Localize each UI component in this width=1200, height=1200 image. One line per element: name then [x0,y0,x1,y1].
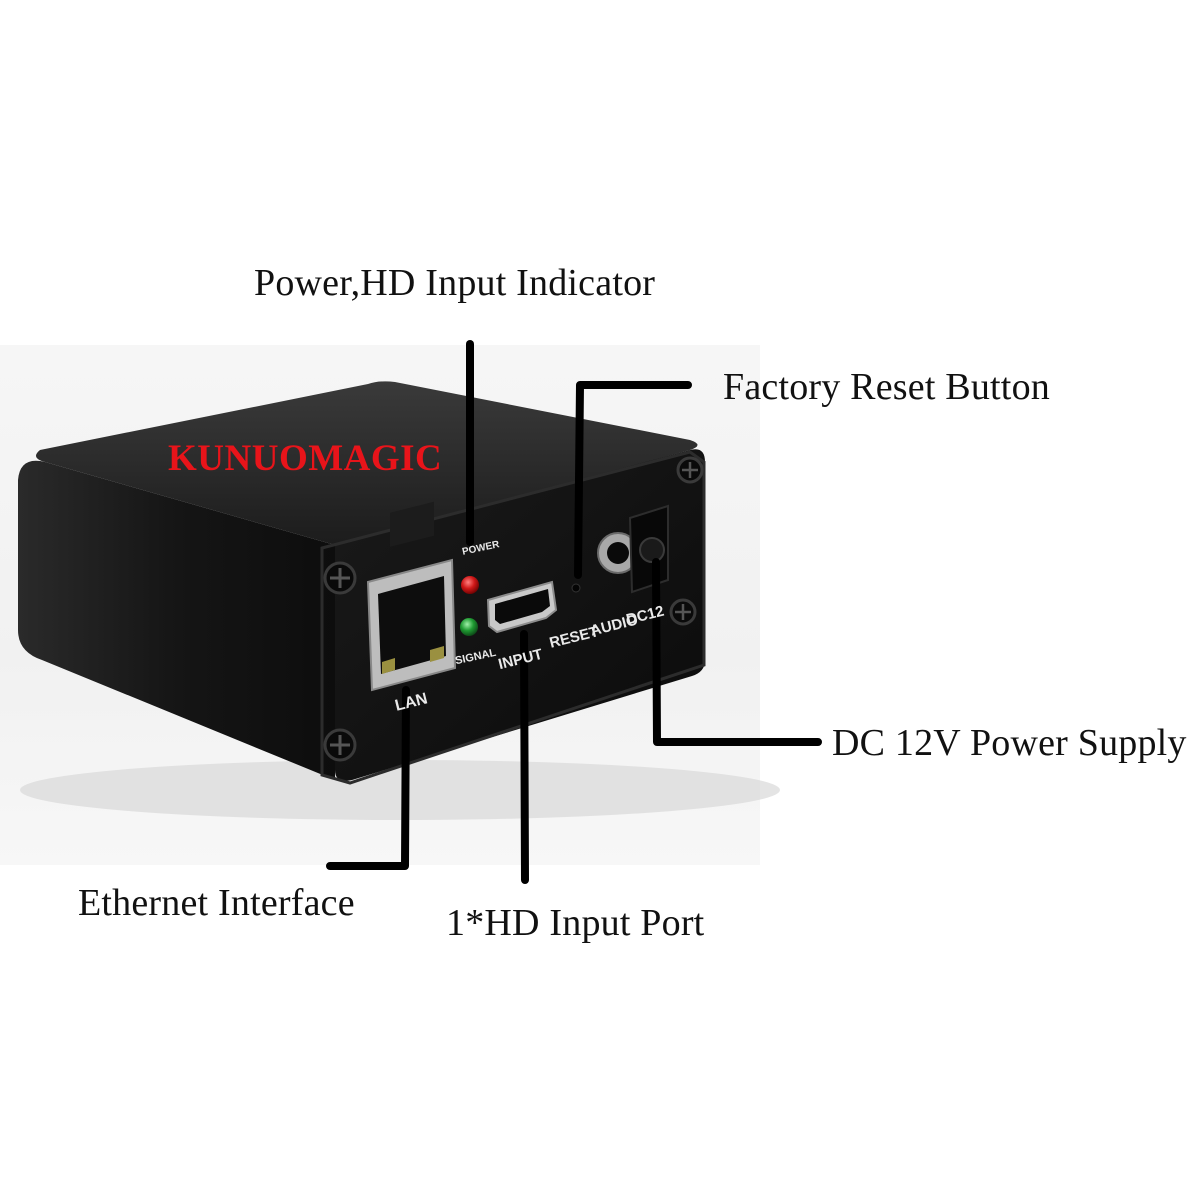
leader-lines [326,340,822,884]
rj45-port-icon [366,501,457,692]
screw-icon [323,728,357,762]
screw-icon [323,561,357,595]
reset-pinhole-icon [571,583,581,593]
dc-jack-icon [628,504,669,594]
hdmi-port-icon [486,580,558,634]
callout-ethernet: Ethernet Interface [78,882,355,924]
screw-icon [676,456,704,484]
brand-logo-text: KUNUOMAGIC [168,438,443,479]
leader-dc-power [652,558,822,746]
device-shadow [20,760,780,820]
enclosure-top [36,381,698,546]
leader-factory-reset [574,381,692,579]
callout-factory-reset: Factory Reset Button [723,366,1050,408]
signal-led [460,618,478,636]
leader-ethernet [326,686,410,870]
callout-dc-power: DC 12V Power Supply [832,722,1187,764]
audio-jack-icon [597,532,639,574]
power-led [461,576,479,594]
enclosure-side [18,460,335,780]
callout-power-indicator: Power,HD Input Indicator [254,262,656,304]
screw-icon [669,598,697,626]
callout-hd-input: 1*HD Input Port [446,902,705,944]
front-bezel [320,450,706,785]
leader-hd-input [520,630,529,884]
